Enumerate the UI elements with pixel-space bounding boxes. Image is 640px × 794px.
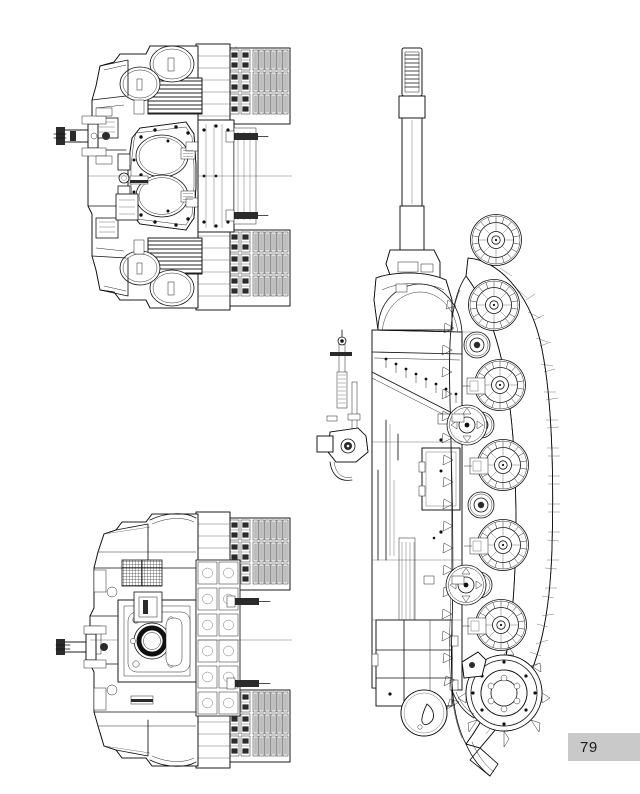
idler-wheel-2 bbox=[445, 564, 487, 606]
suspension-arms-side bbox=[462, 377, 489, 635]
drive-sprocket-side bbox=[457, 646, 551, 748]
final-drive-bracket bbox=[451, 651, 487, 719]
view-side-elevation bbox=[316, 47, 560, 777]
reference-lines-plan bbox=[88, 46, 292, 177]
idler-tensioner bbox=[451, 413, 465, 585]
view-top-plan bbox=[53, 43, 292, 311]
suspension-housings-bottom bbox=[195, 559, 241, 717]
road-wheel-6 bbox=[470, 214, 522, 266]
gun-barrel-side bbox=[398, 47, 426, 251]
front-fittings-bottom bbox=[55, 625, 108, 669]
road-wheel-1 bbox=[468, 279, 520, 331]
hull-nose-plan bbox=[119, 45, 195, 307]
page-number-label: 79 bbox=[580, 738, 598, 756]
deck-detail-plan bbox=[115, 99, 230, 255]
hull-side bbox=[371, 329, 463, 707]
drain-fittings-bottom bbox=[226, 595, 271, 690]
track-run-plan-lower bbox=[227, 229, 291, 307]
rear-track-guide bbox=[465, 741, 499, 777]
page-number-badge: 79 bbox=[568, 733, 640, 761]
turret-roof-plan bbox=[127, 121, 199, 231]
stowage-box-side bbox=[418, 438, 461, 534]
muzzle-brake bbox=[401, 47, 423, 97]
rear-rack-side bbox=[371, 619, 459, 707]
rear-mudflaps-bottom bbox=[149, 513, 197, 767]
fuel-drum-side bbox=[400, 689, 448, 737]
track-run-plan-upper bbox=[227, 47, 291, 125]
return-roller-3 bbox=[467, 491, 495, 519]
turret-side bbox=[373, 249, 463, 335]
view-bottom-plan bbox=[55, 511, 292, 769]
machine-gun-mount-side bbox=[316, 329, 369, 481]
tow-hooks-plan bbox=[225, 130, 269, 222]
return-roller-1 bbox=[463, 331, 491, 359]
gun-barrel-plan bbox=[53, 107, 113, 165]
idler-wheel-1 bbox=[446, 404, 488, 446]
belly-grille-bottom bbox=[121, 559, 163, 623]
running-gear-side bbox=[445, 214, 551, 777]
reference-lines-side bbox=[372, 331, 478, 621]
machine-gun-mount-plan bbox=[53, 107, 113, 165]
